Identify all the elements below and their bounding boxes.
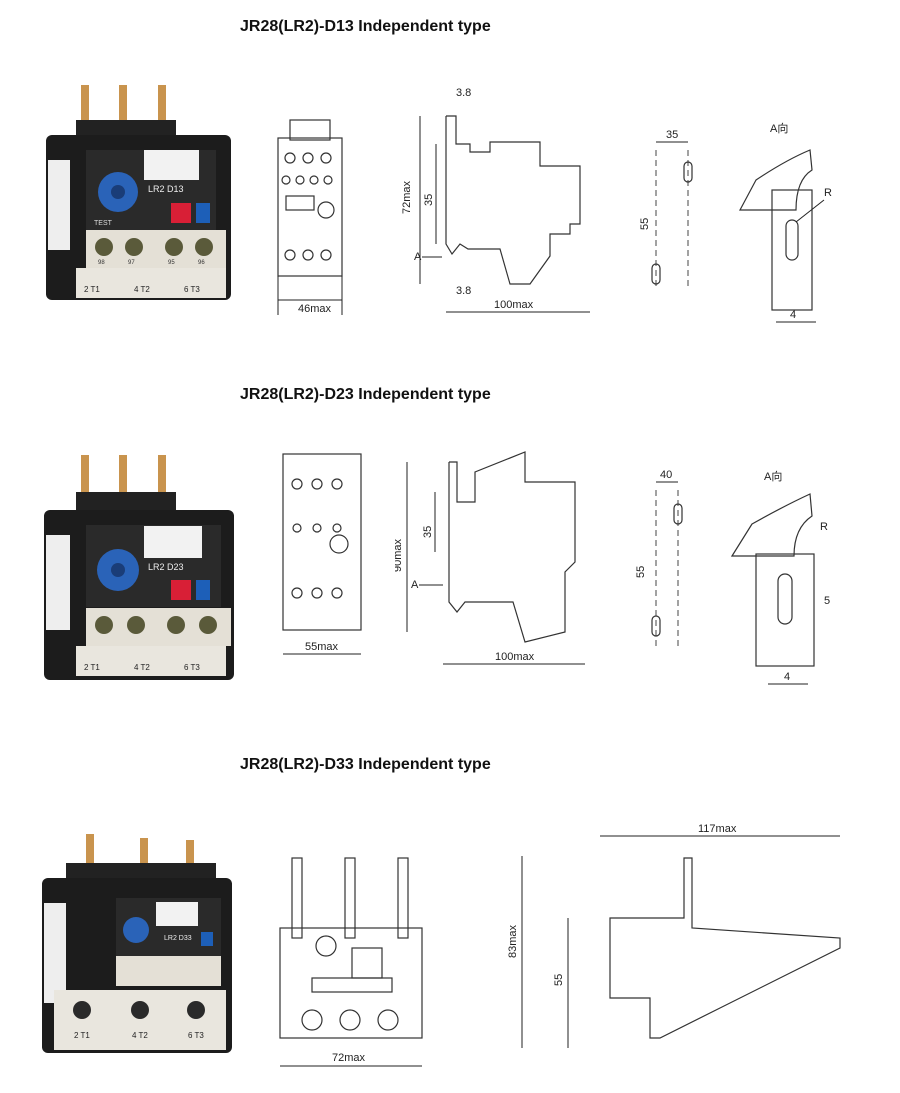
reset-button[interactable]: [196, 203, 210, 223]
svg-text:4 T2: 4 T2: [134, 285, 150, 294]
front-view-drawing: 55max: [282, 453, 362, 655]
stop-button[interactable]: [171, 580, 191, 600]
svg-text:96: 96: [198, 260, 205, 266]
side-view-drawing: 90max 35 A 100max: [395, 451, 585, 665]
dim-depth: 100max: [495, 651, 535, 663]
dim-slot-width: 4: [784, 671, 790, 683]
svg-text:6 T3: 6 T3: [184, 663, 200, 672]
svg-text:4 T2: 4 T2: [132, 1031, 148, 1040]
section-title: JR28(LR2)-D13 Independent type: [240, 18, 491, 35]
dim-mount: 55: [553, 974, 565, 986]
front-view-drawing: 46max: [277, 119, 343, 315]
dim-height: 83max: [507, 924, 519, 958]
mounting-hole-drawing: 35 55: [639, 129, 693, 290]
svg-text:2 T1: 2 T1: [84, 663, 100, 672]
section-title: JR28(LR2)-D23 Independent type: [240, 386, 491, 403]
svg-text:97: 97: [128, 260, 135, 266]
product-photo: LR2 D13 TEST 98 97 95 96 2 T1 4 T2 6 T3: [46, 85, 231, 300]
svg-text:98: 98: [98, 260, 105, 266]
product-label: LR2 D23: [148, 562, 184, 572]
section-d13: JR28(LR2)-D13 Independent type LR2 D13 T…: [0, 0, 900, 360]
dim-depth: 100max: [494, 299, 534, 311]
dim-slot-height: 5: [824, 595, 830, 607]
svg-text:95: 95: [168, 260, 175, 266]
svg-text:4 T2: 4 T2: [134, 663, 150, 672]
front-view-drawing: 72max: [279, 857, 423, 1067]
dim-bottom-offset: 3.8: [456, 285, 471, 297]
arrow-a-label: A: [414, 251, 422, 263]
arrow-a-label: A: [411, 579, 419, 591]
dim-hole-spacing-h: 40: [660, 469, 672, 481]
section-d23: JR28(LR2)-D23 Independent type LR2 D23 2…: [0, 370, 900, 730]
section-title: JR28(LR2)-D33 Independent type: [240, 756, 491, 773]
dim-mount: 35: [423, 194, 435, 206]
svg-text:6 T3: 6 T3: [184, 285, 200, 294]
dim-mount: 35: [422, 526, 434, 538]
dim-hole-spacing-v: 55: [639, 218, 651, 230]
side-view-drawing: 117max 83max 55: [507, 823, 841, 1048]
product-label: LR2 D33: [164, 935, 192, 942]
view-label: A向: [764, 469, 782, 483]
dim-hole-spacing-v: 55: [635, 566, 647, 578]
product-label: LR2 D13: [148, 184, 184, 194]
mounting-hole-drawing: 40 55: [635, 469, 683, 650]
test-label: TEST: [94, 220, 113, 227]
a-view-drawing: A向 R 4: [739, 121, 832, 323]
terminal-pin: [158, 85, 166, 127]
svg-text:2 T1: 2 T1: [74, 1031, 90, 1040]
view-label: A向: [770, 121, 788, 135]
svg-text:6 T3: 6 T3: [188, 1031, 204, 1040]
dim-depth: 117max: [698, 823, 737, 835]
svg-text:2 T1: 2 T1: [84, 285, 100, 294]
stop-button[interactable]: [171, 203, 191, 223]
dim-height: 90max: [395, 538, 404, 572]
side-view-drawing: 72max 35 3.8 3.8 A 100max: [401, 87, 590, 313]
radius-label: R: [824, 187, 832, 199]
dim-top-offset: 3.8: [456, 87, 471, 99]
dim-height: 72max: [401, 180, 413, 214]
product-photo: LR2 D33 2 T1 4 T2 6 T3: [42, 834, 232, 1053]
dim-front-width: 55max: [305, 641, 339, 653]
section-d33: JR28(LR2)-D33 Independent type LR2 D33 2…: [0, 740, 900, 1093]
dim-hole-spacing-h: 35: [666, 129, 678, 141]
a-view-drawing: A向 R 5 4: [730, 469, 830, 685]
product-photo: LR2 D23 2 T1 4 T2 6 T3: [44, 455, 234, 680]
dim-front-width: 46max: [298, 303, 332, 315]
reset-button[interactable]: [196, 580, 210, 600]
reset-button[interactable]: [201, 932, 213, 946]
adjustment-dial[interactable]: [123, 917, 149, 943]
radius-label: R: [820, 521, 828, 533]
terminal-pin: [119, 85, 127, 127]
terminal-pin: [81, 85, 89, 127]
dim-front-width: 72max: [332, 1052, 366, 1064]
dim-slot-width: 4: [790, 309, 796, 321]
